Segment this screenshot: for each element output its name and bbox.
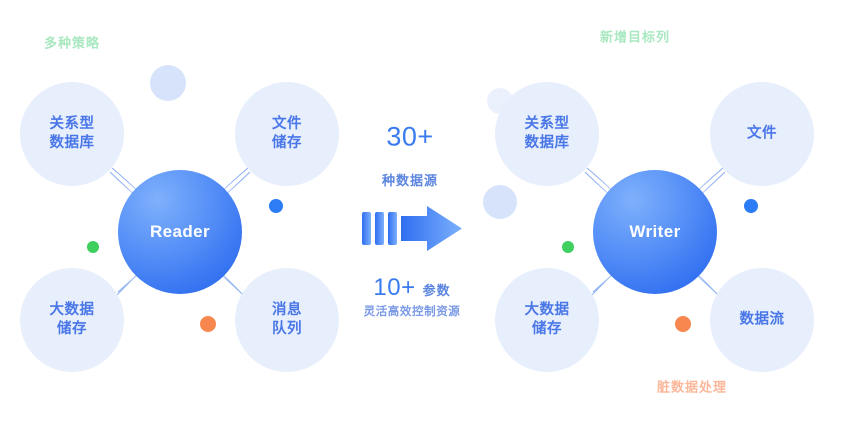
left-deco-circles xyxy=(150,65,186,101)
stat-top-label: 种数据源 xyxy=(382,170,438,190)
dot-green xyxy=(562,241,574,253)
dot-orange xyxy=(675,316,691,332)
left-tag-label: 多种策略 xyxy=(43,35,101,51)
stat-top-number-value: 30+ xyxy=(386,121,434,152)
stat-bottom-caption: 灵活高效控制资源 xyxy=(364,302,461,320)
dot-blue xyxy=(744,199,758,213)
right-satellite-bubbles xyxy=(495,82,814,372)
bubble-file xyxy=(710,82,814,186)
bubble-relational-database xyxy=(20,82,124,186)
dot-green xyxy=(87,241,99,253)
right-bottom-tag-label: 脏数据处理 xyxy=(656,379,728,395)
dot-orange xyxy=(200,316,216,332)
left-satellite-bubbles xyxy=(20,82,339,372)
bubble-file-storage xyxy=(235,82,339,186)
stat-bottom-caption-text: 灵活高效控制资源 xyxy=(363,306,461,318)
right-connector-dots xyxy=(562,199,758,332)
dataflow-arrow-icon xyxy=(362,206,462,251)
stat-top-number: 30+ xyxy=(386,122,433,153)
stat-top-label-text: 种数据源 xyxy=(381,173,439,188)
bubble-big-data-storage xyxy=(495,268,599,372)
bubble-message-queue xyxy=(235,268,339,372)
stat-bottom-row: 10+ 参数 xyxy=(373,274,450,302)
stat-bottom-unit: 参数 xyxy=(422,283,451,298)
dot-blue xyxy=(269,199,283,213)
left-connector-dots xyxy=(87,199,283,332)
bubble-data-stream xyxy=(710,268,814,372)
right-tag-label: 新增目标列 xyxy=(599,29,671,45)
bubble-relational-database xyxy=(495,82,599,186)
writer-hub-sphere xyxy=(593,170,717,294)
bubble-big-data-storage xyxy=(20,268,124,372)
reader-hub-sphere xyxy=(118,170,242,294)
stat-bottom-number-value: 10+ xyxy=(373,274,416,301)
